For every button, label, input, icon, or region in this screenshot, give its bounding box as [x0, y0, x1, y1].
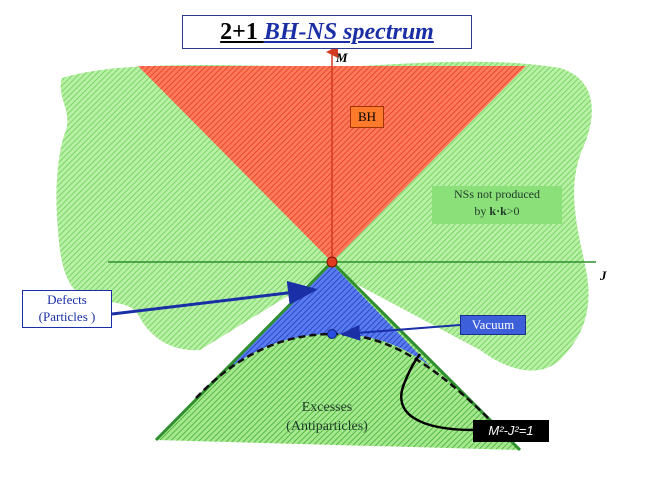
- ns-label-suffix: >0: [506, 204, 520, 218]
- defects-arrow: [111, 280, 318, 316]
- excess-line2: (Antiparticles): [286, 419, 368, 434]
- j-axis-label: J: [600, 268, 607, 283]
- diagram-title: 2+1 BH-NS spectrum: [182, 15, 472, 49]
- excess-label: Excesses (Antiparticles): [262, 398, 392, 442]
- ns-label: NSs not produced by k·k>0: [432, 186, 562, 224]
- vacuum-arrow: [340, 324, 461, 341]
- defects-line1: Defects: [47, 292, 87, 307]
- m-axis-label: M: [336, 50, 348, 65]
- cone-edge-right: [330, 260, 522, 452]
- excess-line1: Excesses: [301, 400, 353, 415]
- vacuum-callout: Vacuum: [460, 315, 526, 335]
- equation-label: M²-J²=1: [473, 420, 549, 442]
- ns-label-line2: by k·k>0: [432, 203, 562, 220]
- defects-line2: (Particles ): [38, 309, 96, 324]
- ns-label-kk: k·k: [489, 204, 507, 218]
- vacuum-point: [327, 329, 337, 339]
- excess-region: [156, 262, 520, 450]
- ns-label-line1: NSs not produced: [454, 187, 540, 201]
- equation-pointer: [400, 353, 475, 432]
- title-sub: BH-NS spectrum: [263, 19, 434, 45]
- bh-label: BH: [350, 106, 384, 128]
- defects-callout: Defects (Particles ): [22, 290, 112, 328]
- origin-point: [326, 256, 338, 268]
- title-main: 2+1: [220, 19, 264, 45]
- ns-label-prefix: by: [474, 204, 490, 218]
- defect-region: [224, 262, 430, 372]
